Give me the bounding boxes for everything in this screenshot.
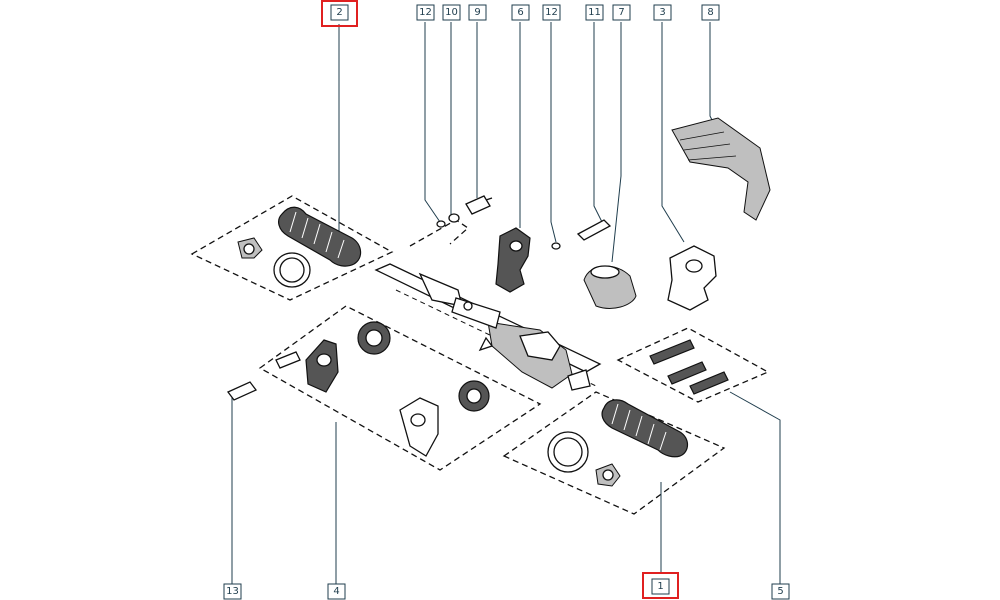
group-outline-boot-kit-2 (190, 195, 394, 301)
heat-shield-8-ribs (679, 131, 737, 161)
group-outline-stud-kit-5 (616, 327, 770, 403)
callout-9[interactable]: 9 (468, 4, 487, 21)
boot-kit-2-parts (237, 206, 362, 288)
leader-lines (231, 22, 781, 584)
callout-3-label: 3 (659, 7, 665, 18)
group-outline-boot-kit-1 (502, 391, 726, 515)
callout-6[interactable]: 6 (511, 4, 530, 21)
callout-10[interactable]: 10 (442, 4, 461, 21)
stud-5a (649, 339, 695, 365)
callout-1-label: 1 (657, 581, 663, 592)
callout-9-label: 9 (474, 7, 480, 18)
washer-12b (551, 242, 561, 250)
bracket-4b (399, 397, 439, 457)
steering-rack (374, 263, 602, 391)
callout-8-label: 8 (707, 7, 713, 18)
upper-hardware (436, 195, 637, 309)
callout-12b-label: 12 (545, 7, 558, 18)
callout-12a[interactable]: 12 (416, 4, 435, 21)
bracket-kit-4-parts (275, 321, 490, 457)
clamp-3-hole (685, 259, 703, 273)
bolt-small-4 (275, 351, 301, 369)
callout-4[interactable]: 4 (327, 583, 346, 600)
callout-11[interactable]: 11 (585, 4, 604, 21)
callout-5[interactable]: 5 (771, 583, 790, 600)
callout-8[interactable]: 8 (701, 4, 720, 21)
callout-5-label: 5 (777, 586, 783, 597)
callout-6-label: 6 (517, 7, 523, 18)
callout-2-label: 2 (336, 7, 342, 18)
stud-5c (689, 371, 729, 395)
callout-1[interactable]: 1 (642, 572, 679, 599)
heat-shield-8 (671, 117, 771, 221)
stud-5b (667, 361, 707, 385)
group-outline-bracket-kit-4 (258, 305, 542, 471)
callout-7-label: 7 (618, 7, 624, 18)
bolt-11 (576, 219, 612, 241)
callout-7[interactable]: 7 (612, 4, 631, 21)
bolt-13 (226, 381, 258, 401)
clamp-3 (667, 245, 717, 311)
group-outline-clamp-6 (409, 219, 470, 247)
callout-12a-label: 12 (419, 7, 432, 18)
washer-12 (436, 220, 446, 228)
callout-12b[interactable]: 12 (542, 4, 561, 21)
callout-4-label: 4 (333, 586, 339, 597)
stud-kit-5-parts (649, 339, 729, 395)
clamp-6 (495, 227, 531, 293)
bolt-9 (465, 195, 491, 215)
callout-13[interactable]: 13 (223, 583, 242, 600)
callout-10-label: 10 (445, 7, 458, 18)
callout-13-label: 13 (226, 586, 239, 597)
callout-3[interactable]: 3 (653, 4, 672, 21)
boot-kit-1-parts (547, 399, 689, 487)
callout-2[interactable]: 2 (321, 0, 358, 27)
callout-11-label: 11 (588, 7, 601, 18)
washer-10 (448, 213, 460, 223)
bellows-boot-1 (601, 399, 689, 458)
